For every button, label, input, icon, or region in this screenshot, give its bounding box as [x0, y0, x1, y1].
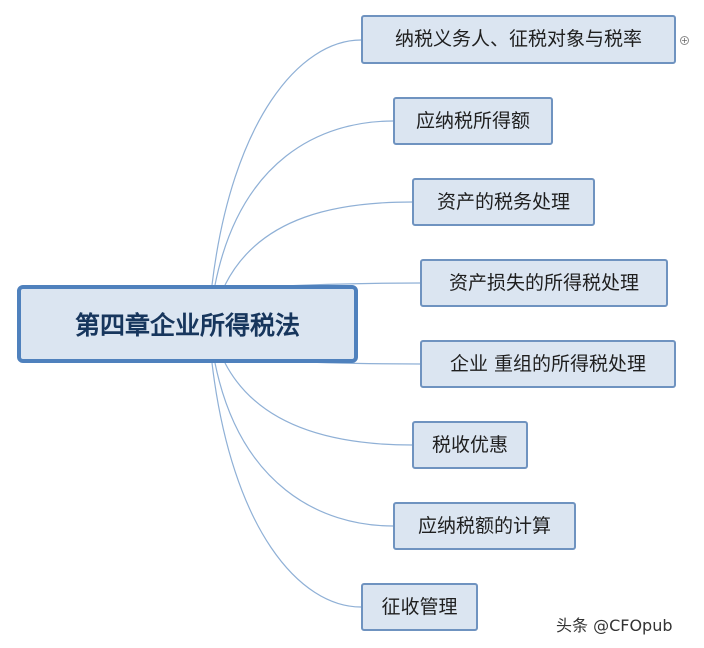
- root-topic[interactable]: 第四章企业所得税法: [17, 285, 358, 363]
- connector-line-3: [224, 201, 413, 286]
- topic-tax-calculation[interactable]: 应纳税额的计算: [393, 502, 576, 550]
- topic-taxpayer-object-rate[interactable]: 纳税义务人、征税对象与税率: [361, 15, 676, 64]
- topic-asset-loss-treatment[interactable]: 资产损失的所得税处理: [420, 259, 668, 307]
- topic-collection-management[interactable]: 征收管理: [361, 583, 478, 631]
- topic-asset-tax-treatment[interactable]: 资产的税务处理: [412, 178, 595, 226]
- expand-plus-icon[interactable]: +: [680, 36, 689, 45]
- topic-taxable-income[interactable]: 应纳税所得额: [393, 97, 553, 145]
- connector-line-2: [214, 120, 394, 286]
- connector-line-7: [214, 362, 394, 527]
- watermark-text: 头条 @CFOpub: [556, 616, 673, 635]
- connector-line-6: [224, 362, 413, 446]
- connector-line-1: [211, 39, 362, 286]
- topic-tax-incentives[interactable]: 税收优惠: [412, 421, 528, 469]
- connector-line-8: [211, 362, 362, 608]
- topic-restructuring-treatment[interactable]: 企业 重组的所得税处理: [420, 340, 676, 388]
